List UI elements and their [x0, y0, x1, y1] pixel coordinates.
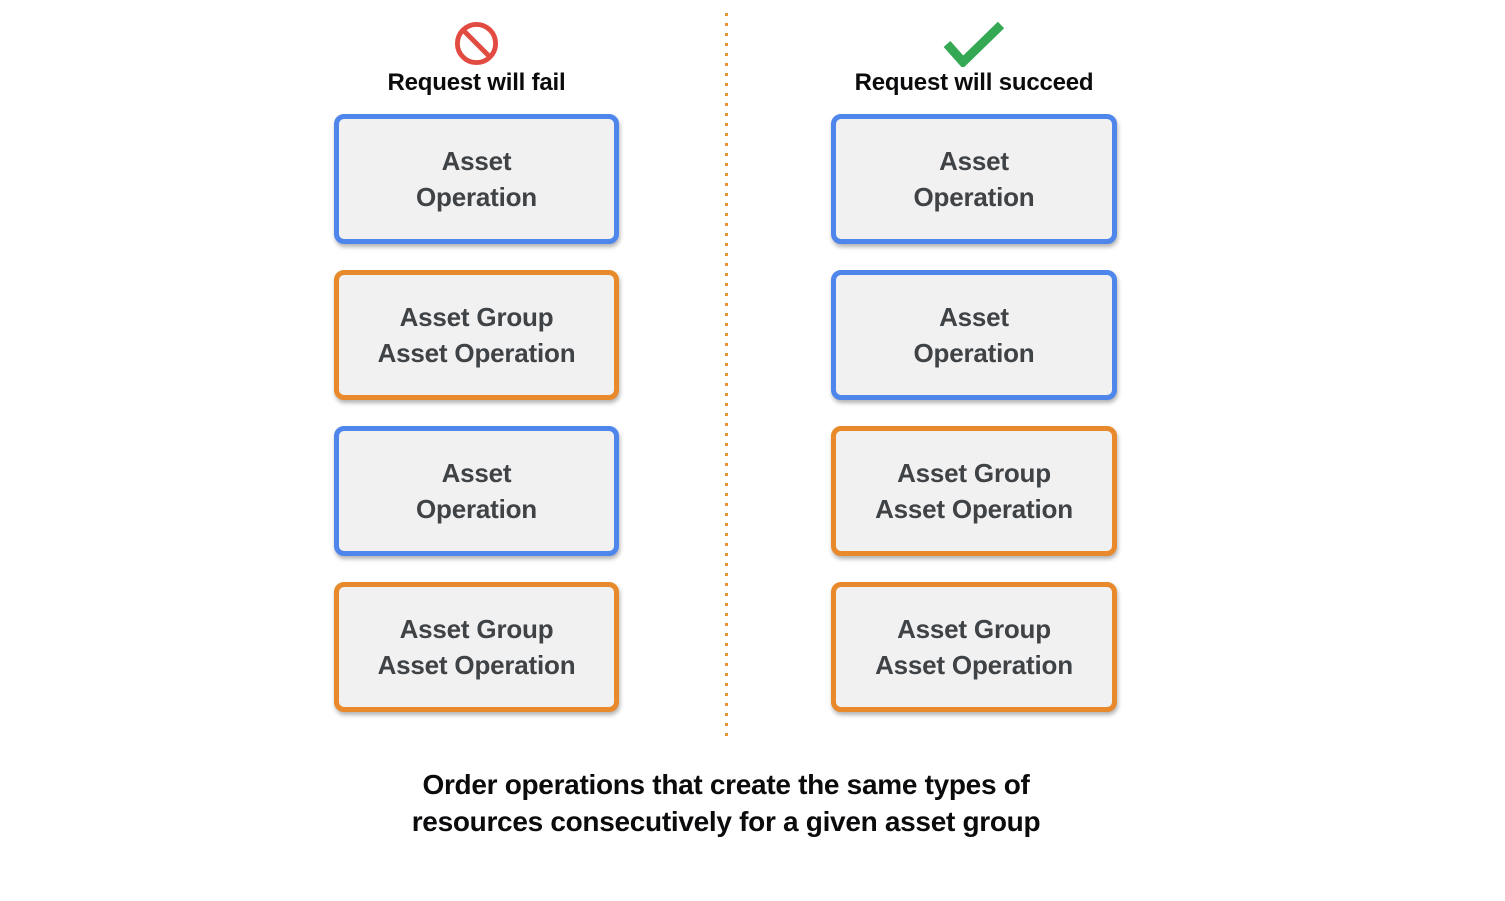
prohibition-icon — [453, 20, 500, 67]
dotted-divider — [725, 13, 728, 737]
fail-column: Request will fail Asset Operation Asset … — [334, 20, 619, 738]
box-label: Asset Group Asset Operation — [875, 614, 1073, 680]
box-label: Asset Operation — [416, 458, 537, 524]
checkmark-icon — [943, 20, 1005, 67]
succeed-column: Request will succeed Asset Operation Ass… — [831, 20, 1117, 738]
box-label: Asset Group Asset Operation — [377, 302, 576, 368]
succeed-box-asset-operation-2: Asset Operation — [831, 270, 1117, 400]
fail-box-asset-operation-2: Asset Operation — [334, 426, 619, 556]
box-label: Asset Operation — [913, 146, 1035, 212]
fail-box-list: Asset Operation Asset Group Asset Operat… — [334, 114, 619, 738]
fail-box-asset-group-asset-operation-2: Asset Group Asset Operation — [334, 582, 619, 712]
succeed-box-list: Asset Operation Asset Operation Asset Gr… — [831, 114, 1117, 738]
box-label: Asset Group Asset Operation — [875, 458, 1073, 524]
succeed-box-asset-operation-1: Asset Operation — [831, 114, 1117, 244]
box-label: Asset Operation — [416, 146, 537, 212]
fail-box-asset-operation-1: Asset Operation — [334, 114, 619, 244]
fail-box-asset-group-asset-operation-1: Asset Group Asset Operation — [334, 270, 619, 400]
succeed-box-asset-group-asset-operation-2: Asset Group Asset Operation — [831, 582, 1117, 712]
diagram-caption: Order operations that create the same ty… — [411, 769, 1041, 837]
succeed-column-title: Request will succeed — [854, 69, 1094, 96]
box-label: Asset Group Asset Operation — [377, 614, 576, 680]
box-label: Asset Operation — [913, 302, 1035, 368]
fail-column-title: Request will fail — [387, 69, 566, 96]
succeed-box-asset-group-asset-operation-1: Asset Group Asset Operation — [831, 426, 1117, 556]
